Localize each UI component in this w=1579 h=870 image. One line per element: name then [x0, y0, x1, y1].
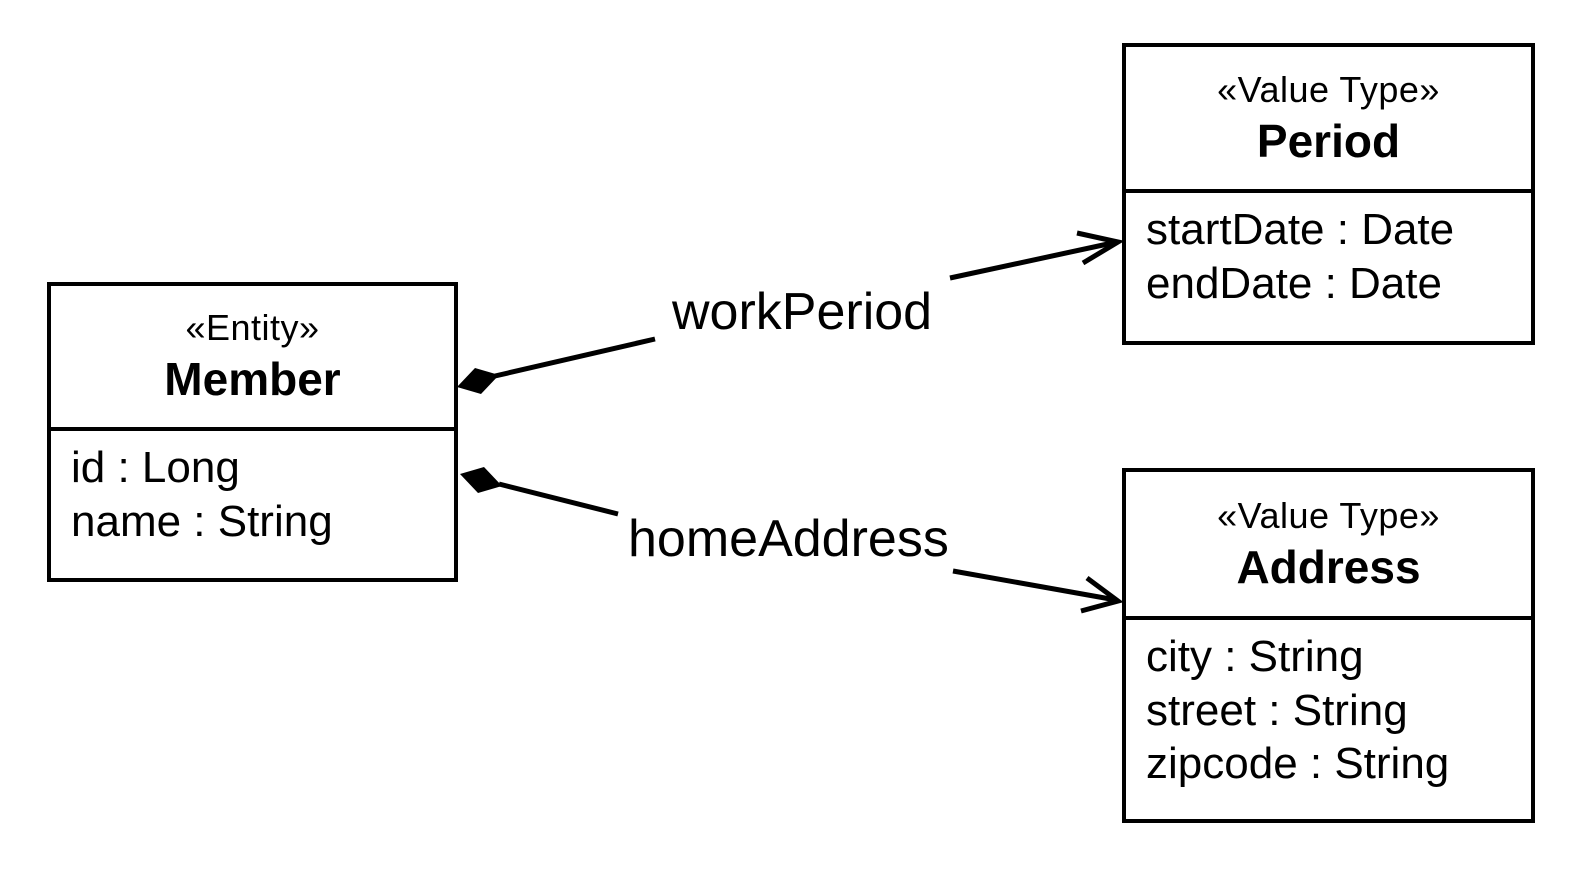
attribute: endDate : Date: [1146, 258, 1442, 308]
class-address-header: «Value Type» Address: [1126, 472, 1531, 620]
open-arrowhead-icon: [1080, 575, 1124, 614]
composition-diamond-icon: [460, 467, 502, 493]
open-arrowhead-icon: [1076, 230, 1125, 266]
attribute: city : String: [1146, 632, 1364, 681]
attribute: zipcode : String: [1146, 739, 1450, 789]
class-period-stereotype: «Value Type»: [1217, 68, 1440, 110]
homeaddress-line-left: [498, 481, 619, 517]
relation-label-homeaddress: homeAddress: [628, 510, 949, 568]
composition-diamond-icon: [457, 368, 499, 394]
class-member-name: Member: [164, 353, 341, 405]
class-address: «Value Type» Address city : String stree…: [1122, 468, 1535, 823]
class-member-header: «Entity» Member: [51, 286, 454, 431]
workperiod-line-left: [494, 336, 656, 379]
class-period-name: Period: [1256, 114, 1401, 167]
class-member-stereotype: «Entity»: [185, 307, 320, 348]
relation-workperiod: [457, 230, 1125, 394]
attribute: startDate : Date: [1146, 205, 1455, 254]
relation-homeaddress: [460, 467, 1124, 614]
homeaddress-line-right: [952, 568, 1117, 603]
attribute: street : String: [1146, 685, 1408, 735]
class-period-attributes: startDate : Date endDate : Date: [1126, 193, 1531, 310]
attribute: name : String: [71, 496, 333, 546]
workperiod-line-right: [949, 239, 1118, 281]
class-member-attributes: id : Long name : String: [51, 431, 454, 548]
class-address-name: Address: [1236, 540, 1421, 593]
class-period-header: «Value Type» Period: [1126, 47, 1531, 193]
class-member: «Entity» Member id : Long name : String: [47, 282, 458, 582]
class-period: «Value Type» Period startDate : Date end…: [1122, 43, 1535, 345]
attribute: id : Long: [71, 443, 240, 492]
relation-label-workperiod: workPeriod: [672, 283, 933, 341]
class-address-attributes: city : String street : String zipcode : …: [1126, 620, 1531, 791]
class-address-stereotype: «Value Type»: [1217, 494, 1440, 536]
